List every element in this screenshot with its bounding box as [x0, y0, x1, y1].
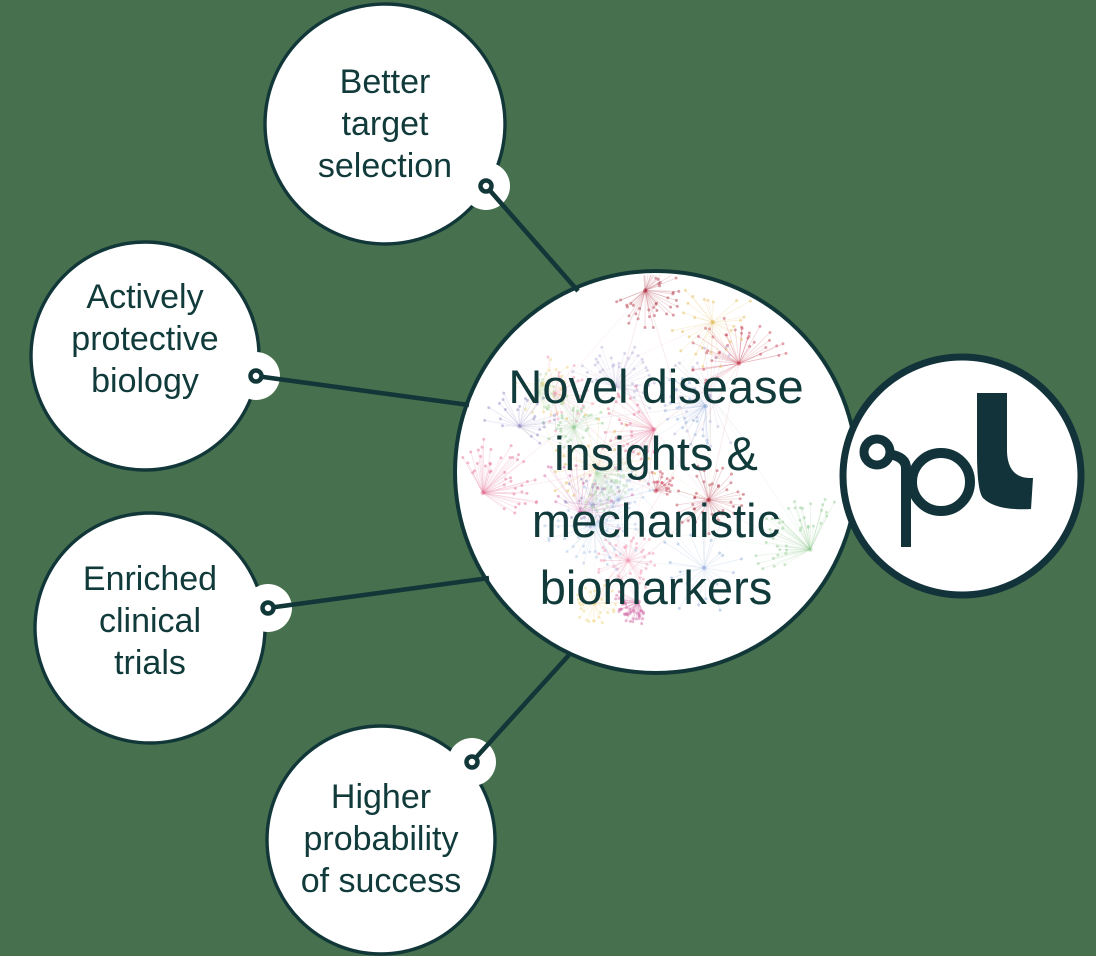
satellite-label-line: selection [318, 147, 452, 185]
connector-line [470, 653, 571, 764]
central-label-line: mechanistic [532, 494, 780, 547]
satellite-label-line: clinical [99, 602, 201, 640]
satellite-node-higher-probability-of-success: Higher probability of success [265, 724, 497, 956]
connector-ring-icon [478, 178, 494, 194]
connector-lines [255, 184, 580, 764]
satellite-label-line: trials [114, 644, 186, 682]
satellite-circle [263, 2, 507, 246]
satellite-label-line: of success [301, 862, 462, 900]
precisionlife-logo [839, 353, 1085, 599]
connector-line [255, 373, 470, 408]
satellite-label-line: probability [304, 820, 459, 858]
satellite-label-line: protective [71, 320, 218, 358]
satellite-label-line: Actively [86, 278, 203, 316]
logo-letter-l [977, 393, 1033, 510]
satellite-label-line: target [342, 105, 429, 143]
logo-letter-p-bowl [907, 448, 975, 516]
connector-ring-icon [260, 600, 276, 616]
satellite-label-line: biology [91, 362, 199, 400]
connector-ring-icon [248, 368, 264, 384]
satellite-circle [265, 724, 497, 956]
connector-ring-icon [464, 754, 480, 770]
central-label-line: biomarkers [540, 561, 772, 614]
satellite-label-line: Enriched [83, 560, 217, 598]
satellite-node-actively-protective-biology: Actively protective biology [29, 240, 261, 472]
satellite-label-line: Better [340, 63, 431, 101]
connector-line [484, 184, 580, 293]
central-node: Novel disease insights & mechanistic bio… [453, 269, 859, 675]
central-label-line: insights & [554, 427, 758, 480]
connector-rings [248, 178, 494, 770]
satellite-node-enriched-clinical-trials: Enriched clinical trials [33, 511, 267, 745]
disease-network-graphic [461, 275, 836, 626]
satellite-label-line: Higher [331, 778, 431, 816]
logo-letter-p-stem [887, 449, 911, 547]
central-label-line: Novel disease [508, 360, 803, 413]
connector-line [267, 575, 490, 611]
logo-circle [839, 353, 1085, 599]
satellite-node-better-target-selection: Better target selection [263, 2, 507, 246]
